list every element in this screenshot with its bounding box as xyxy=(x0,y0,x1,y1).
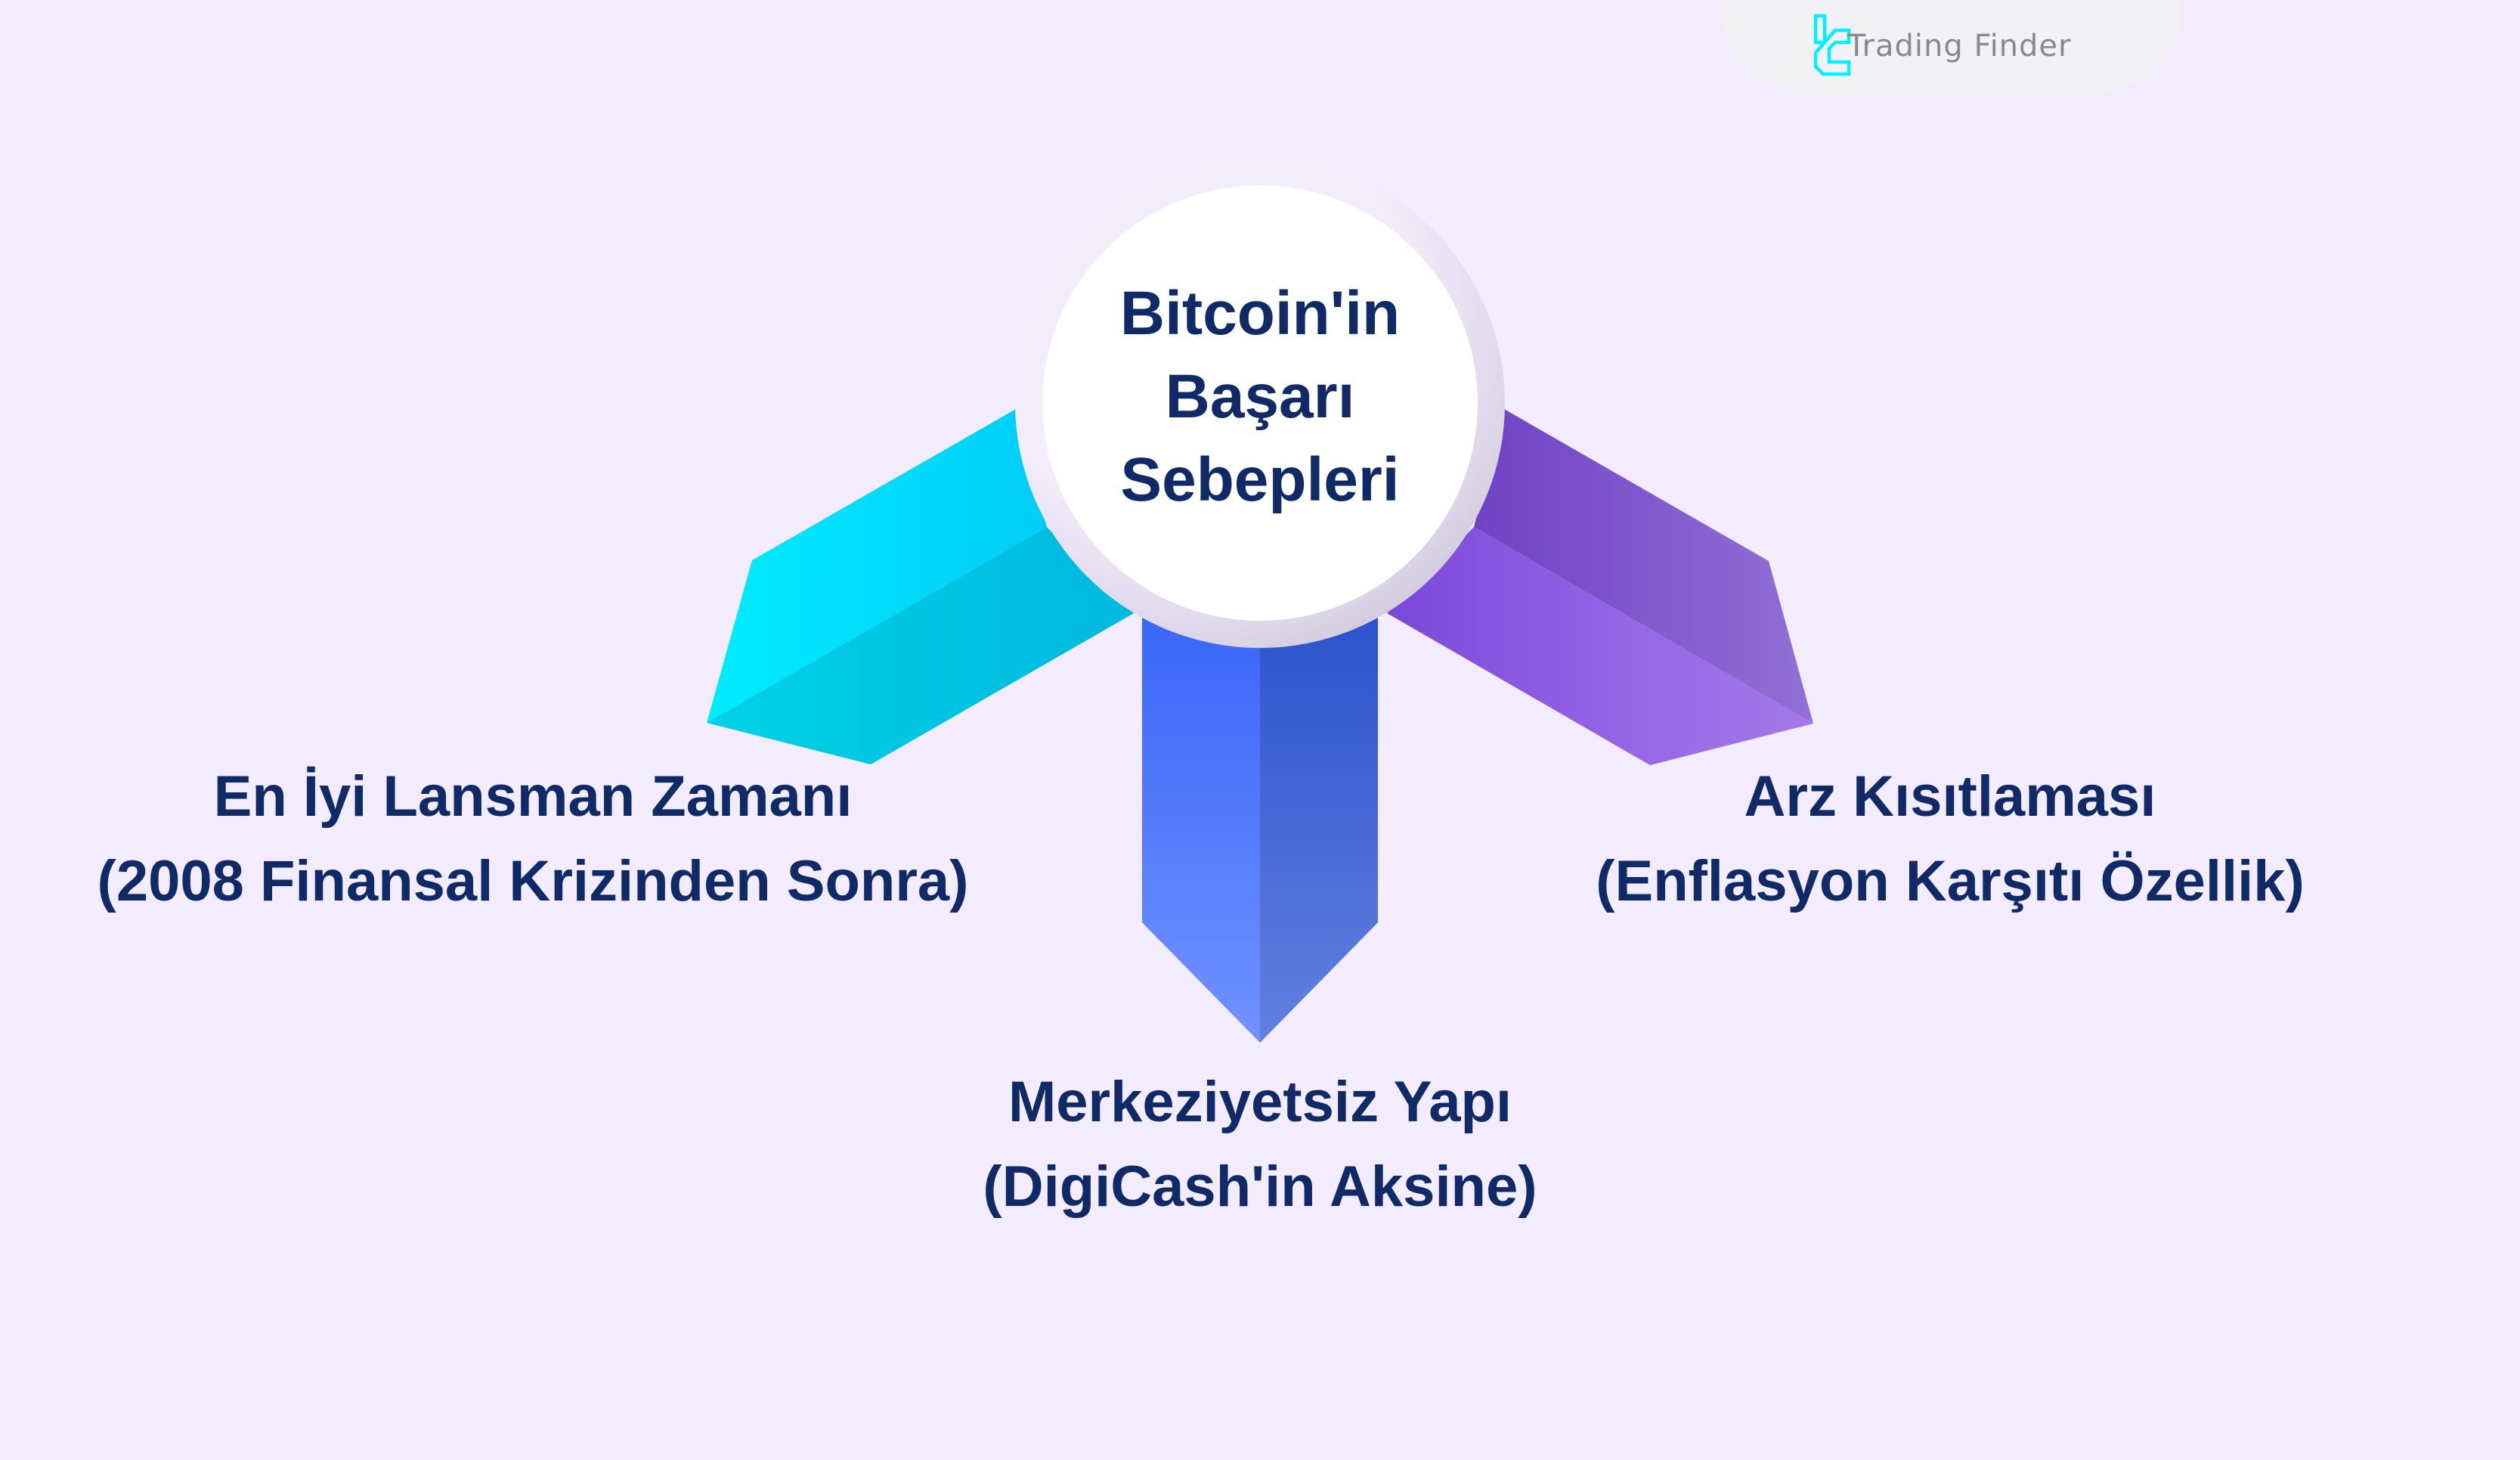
branch-bottom-label: Merkeziyetsiz Yapı (DigiCash'in Aksine) xyxy=(920,1060,1600,1229)
trading-finder-logo-icon xyxy=(1813,14,1851,76)
branch-left-title: En İyi Lansman Zamanı xyxy=(213,764,853,829)
branch-right-title: Arz Kısıtlaması xyxy=(1744,764,2156,829)
branch-bottom-title: Merkeziyetsiz Yapı xyxy=(1008,1070,1512,1134)
branch-left-label: En İyi Lansman Zamanı (2008 Finansal Kri… xyxy=(45,755,1020,924)
branch-left-subtitle: (2008 Finansal Krizinden Sonra) xyxy=(97,849,969,913)
hub-title-line-2: Başarı xyxy=(1165,362,1355,431)
hub-title-line-1: Bitcoin'in xyxy=(1119,279,1401,348)
branch-bottom-subtitle: (DigiCash'in Aksine) xyxy=(983,1155,1537,1219)
branch-right-subtitle: (Enflasyon Karşıtı Özellik) xyxy=(1596,849,2305,913)
hub-title: Bitcoin'in Başarı Sebepleri xyxy=(1043,272,1477,522)
branch-right-label: Arz Kısıtlaması (Enflasyon Karşıtı Özell… xyxy=(1557,755,2343,924)
branch-left-arrow xyxy=(707,409,1134,764)
brand-name: Trading Finder xyxy=(1847,29,2072,64)
hub-title-line-3: Sebepleri xyxy=(1120,445,1400,514)
branch-bottom-arrow xyxy=(1142,614,1378,1043)
brand-header xyxy=(1722,0,2181,95)
hub-circle xyxy=(1042,185,1478,621)
branch-right-arrow xyxy=(1387,409,1813,765)
